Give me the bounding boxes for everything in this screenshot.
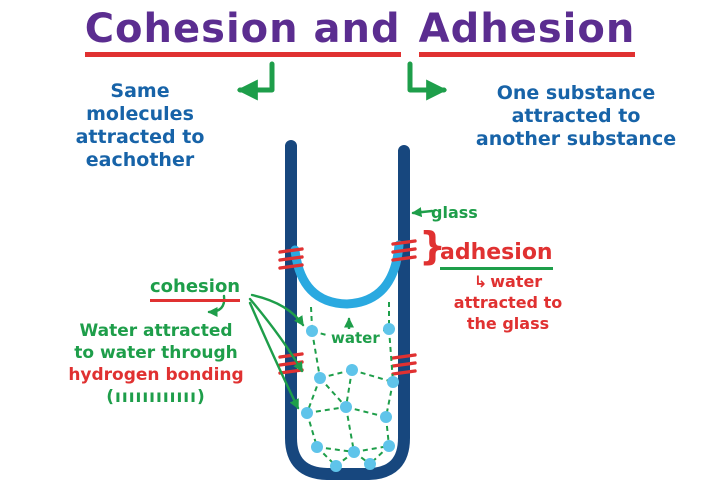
cohesion-definition-line: Same bbox=[110, 80, 170, 102]
hook-arrow-glyph: ↳ bbox=[473, 272, 488, 291]
cohesion-definition-line: molecules bbox=[86, 103, 194, 125]
hydrogen-bond-tally-marks: (ıııııııııııı) bbox=[106, 387, 206, 407]
cohesion-label: cohesion bbox=[150, 276, 241, 302]
cohesion-note: Water attracted to water through hydroge… bbox=[45, 320, 267, 408]
cohesion-fan-arrow bbox=[248, 301, 300, 410]
cohesion-definition-line: eachother bbox=[85, 149, 195, 171]
glass-label: glass bbox=[431, 203, 478, 222]
right-branch-arrow bbox=[407, 61, 448, 101]
water-molecule-dots bbox=[301, 323, 399, 472]
adhesion-definition: One substance attracted to another subst… bbox=[452, 82, 700, 151]
annotation-arrows bbox=[207, 207, 434, 410]
cohesion-note-line: Water attracted bbox=[79, 321, 233, 341]
adhesion-note-line: attracted to bbox=[453, 293, 563, 312]
cohesion-note-line: to water through bbox=[74, 343, 238, 363]
cohesion-fan-arrow bbox=[250, 293, 305, 327]
adhesion-definition-line: another substance bbox=[475, 128, 677, 150]
cohesion-definition-line: attracted to bbox=[75, 126, 205, 148]
glass-pointer-arrow bbox=[411, 207, 434, 218]
adhesion-note-line: ↳water bbox=[438, 271, 578, 292]
title-adhesion: Adhesion bbox=[418, 8, 636, 57]
adhesion-note: ↳water attracted to the glass bbox=[438, 271, 578, 334]
water-meniscus bbox=[290, 240, 404, 309]
cohesion-fan-arrow bbox=[248, 297, 304, 373]
title-cohesion-and: Cohesion and bbox=[84, 8, 401, 57]
test-tube-outline bbox=[285, 140, 410, 480]
page-title: Cohesion and Adhesion bbox=[0, 8, 720, 57]
cohesion-hook-arrow bbox=[207, 294, 226, 318]
cohesion-note-line: hydrogen bonding bbox=[68, 365, 244, 385]
title-branch-arrows bbox=[236, 61, 448, 101]
adhesion-definition-line: attracted to bbox=[511, 105, 641, 127]
adhesion-note-text: water bbox=[490, 272, 543, 291]
water-label: water bbox=[328, 329, 383, 347]
adhesion-note-line: the glass bbox=[466, 314, 550, 333]
left-branch-arrow bbox=[236, 61, 275, 101]
adhesion-definition-line: One substance bbox=[496, 82, 656, 104]
adhesion-label: adhesion bbox=[440, 240, 553, 270]
adhesion-brace: } bbox=[419, 224, 447, 268]
cohesion-definition: Same molecules attracted to eachother bbox=[35, 80, 245, 172]
